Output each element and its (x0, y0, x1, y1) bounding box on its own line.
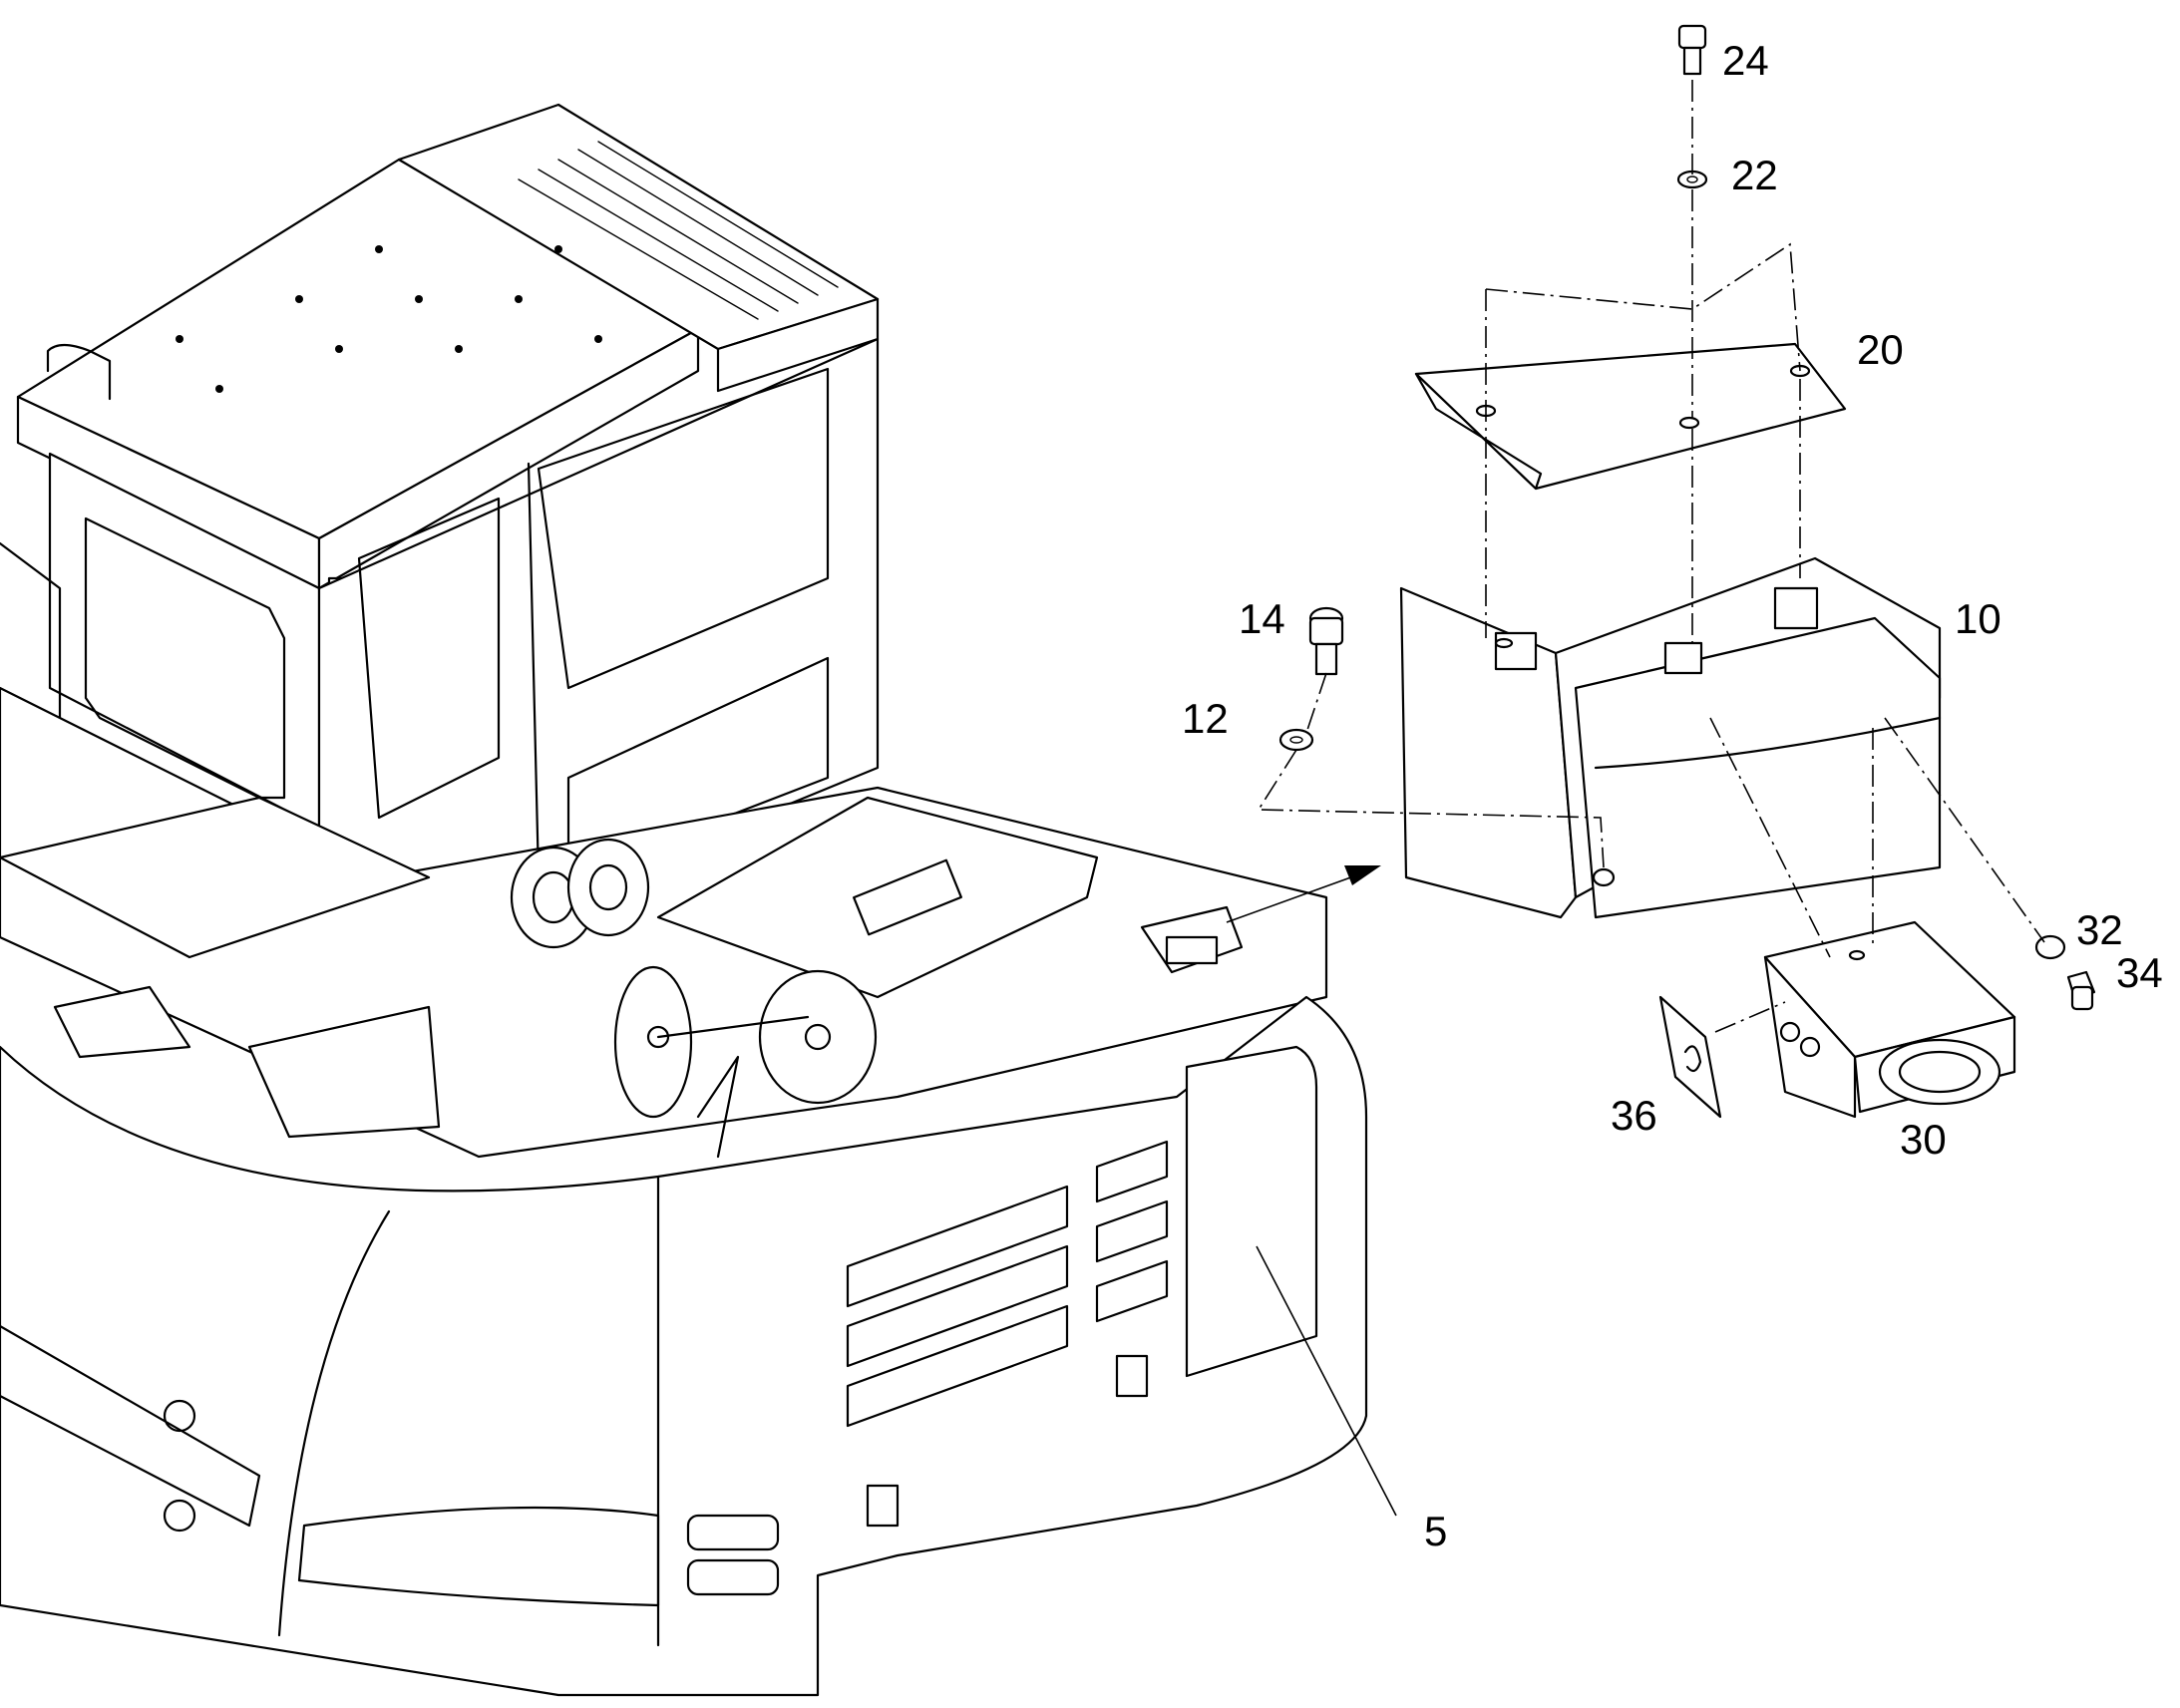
rear-lamp-lower (686, 1558, 780, 1596)
rear-light-recess (297, 1506, 660, 1607)
side-grille (846, 1140, 1169, 1428)
callout-32: 32 (2076, 906, 2123, 953)
callout-36: 36 (1611, 1092, 1657, 1139)
callout-30: 30 (1900, 1116, 1947, 1163)
cab-vent-slats (518, 141, 839, 320)
callout-14: 14 (1239, 595, 1285, 642)
part-30-rear-camera (1763, 920, 2016, 1119)
part-22-washer-hole (1686, 175, 1698, 183)
callout-34: 34 (2116, 949, 2163, 996)
mirror-assembly-right (613, 965, 878, 1159)
mirror-assembly-left (510, 838, 650, 949)
part-34-screw (2066, 970, 2096, 1011)
part-12-washer (1278, 728, 1314, 752)
roof-bolts (176, 245, 602, 393)
assembly-lines (1257, 80, 2045, 1033)
part-36-gasket (1658, 995, 1722, 1119)
roof-grab-handle (46, 343, 112, 401)
callout-10: 10 (1955, 595, 2001, 642)
cab-side-window-upper-rear (537, 367, 830, 690)
rear-lamp-upper (686, 1514, 780, 1551)
cab-door-pillar (527, 462, 541, 879)
rear-bolt-lower (163, 1499, 196, 1533)
part-10-boss-center (1663, 641, 1703, 675)
counterweight-rear-edge-left (277, 1209, 391, 1637)
part-10-boss-right (1773, 586, 1819, 630)
callout-24: 24 (1722, 37, 1769, 84)
callout-20: 20 (1857, 326, 1904, 373)
left-platform (0, 796, 431, 959)
part-10-bracket-housing (1399, 556, 1942, 919)
rear-bolt-upper (163, 1399, 196, 1433)
part-32-washer (2034, 934, 2066, 960)
leader-line-5 (1256, 1245, 1397, 1517)
counterweight (0, 995, 1368, 1697)
upper-deck (0, 686, 1328, 1159)
callout-12: 12 (1182, 695, 1229, 742)
hood-opening (853, 858, 962, 936)
part-24-cap-screw (1677, 24, 1707, 76)
rear-name-plate (0, 1324, 261, 1528)
rear-lock (866, 1484, 900, 1528)
cab-roof-side-edge (317, 327, 700, 590)
side-lock (1115, 1354, 1149, 1398)
part-12-washer-hole (1289, 736, 1303, 744)
part-20-cover-plate (1414, 342, 1847, 491)
left-foot-pedal (53, 985, 191, 1059)
callout-5: 5 (1424, 1508, 1448, 1554)
install-direction-arrow (1226, 865, 1381, 923)
left-step-plate (247, 1005, 441, 1139)
cab (0, 103, 880, 999)
part-14-cap-screw (1308, 606, 1344, 676)
callout-22: 22 (1731, 152, 1778, 198)
cab-side-window-upper-front (357, 497, 501, 820)
cab-front-window (84, 516, 286, 800)
side-access-door (1185, 1045, 1318, 1378)
camera-mount-location (1140, 905, 1244, 974)
